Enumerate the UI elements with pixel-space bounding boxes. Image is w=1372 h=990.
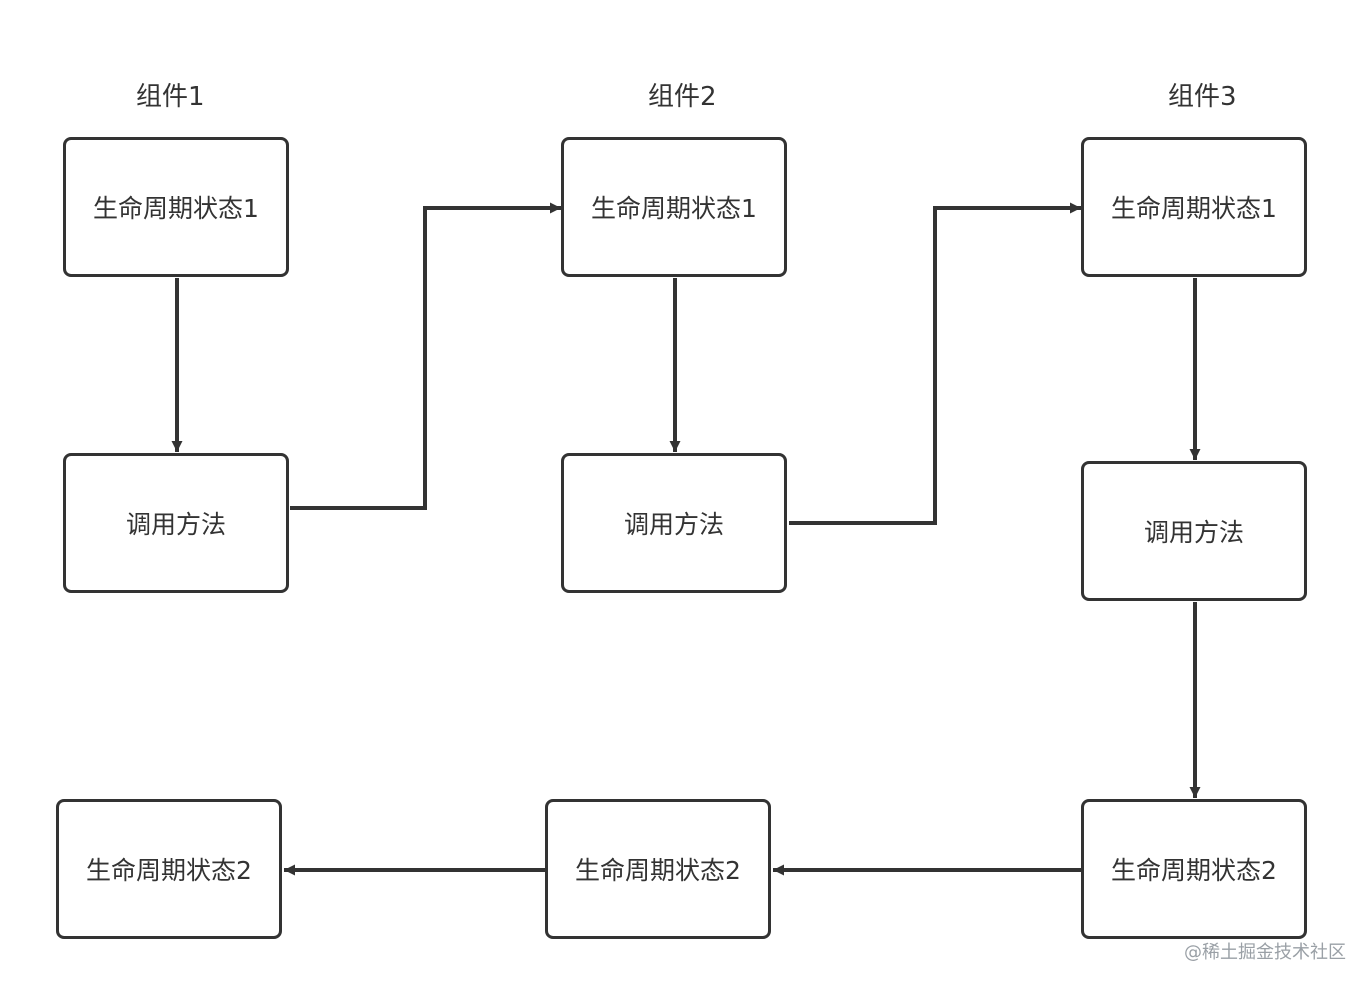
c1-lifecycle-state-2: 生命周期状态2	[56, 799, 282, 939]
c3-lifecycle-state-2: 生命周期状态2	[1081, 799, 1307, 939]
c2-call-method: 调用方法	[561, 453, 787, 593]
c3-lifecycle-state-1: 生命周期状态1	[1081, 137, 1307, 277]
edge-c1-call-to-c2-state1	[290, 202, 561, 510]
c1-call-method: 调用方法	[63, 453, 289, 593]
column-title-3: 组件3	[1168, 82, 1237, 112]
c3-call-method: 调用方法	[1081, 461, 1307, 601]
column-title-2: 组件2	[648, 82, 717, 112]
c2-lifecycle-state-1: 生命周期状态1	[561, 137, 787, 277]
watermark: @稀土掘金技术社区	[1184, 942, 1346, 963]
c1-lifecycle-state-1: 生命周期状态1	[63, 137, 289, 277]
column-title-1: 组件1	[136, 82, 205, 112]
c2-lifecycle-state-2: 生命周期状态2	[545, 799, 771, 939]
edge-c2-call-to-c3-state1	[789, 202, 1081, 525]
